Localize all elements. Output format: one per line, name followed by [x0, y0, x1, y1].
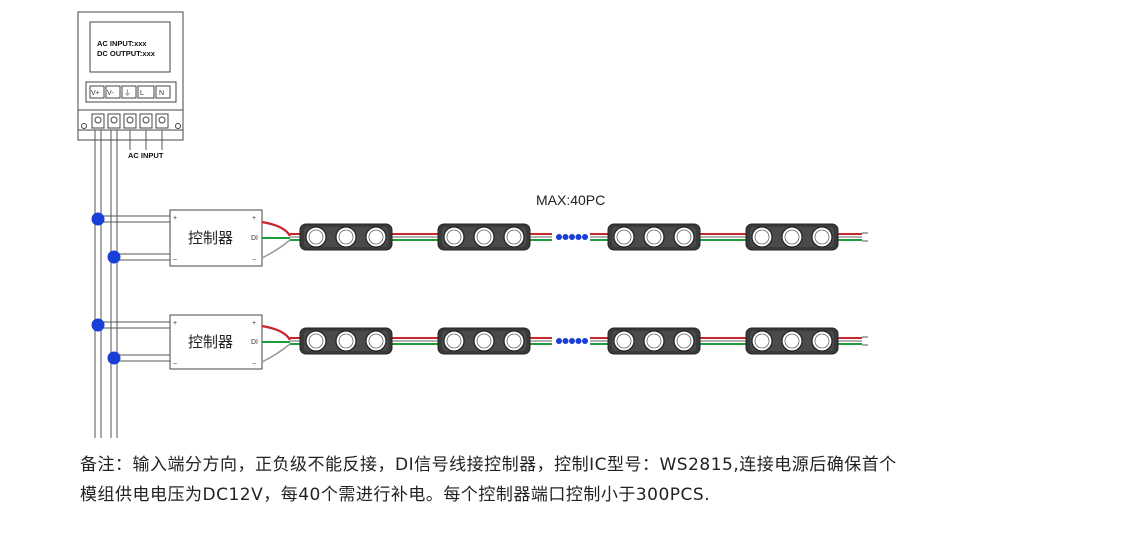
bus-junction-node [91, 318, 105, 332]
psu-dc-output-text: DC OUTPUT:xxx [97, 49, 156, 58]
wiring-diagram: AC INPUT:xxx DC OUTPUT:xxx V+ V- ⏚ L N [77, 11, 868, 438]
continuation-dot [582, 338, 588, 344]
led-module [745, 223, 839, 251]
controller-out-minus-label: − [252, 361, 256, 368]
note-text: 备注：输入端分方向，正负级不能反接，DI信号线接控制器，控制IC型号：WS281… [80, 450, 1120, 510]
led-strips [290, 223, 868, 355]
controller-minus-label: − [173, 257, 177, 264]
controller-label: 控制器 [188, 229, 233, 247]
controller-di-label: DI [251, 339, 258, 346]
power-supply-label-panel [89, 21, 171, 73]
continuation-dot [569, 338, 575, 344]
led-module [437, 327, 531, 355]
ground-icon: ⏚ [124, 89, 131, 97]
psu-terminal-labels: V+ V- ⏚ L N [89, 85, 171, 99]
power-supply: AC INPUT:xxx DC OUTPUT:xxx V+ V- ⏚ L N [77, 11, 184, 160]
controller-out-plus-label: + [252, 320, 256, 327]
continuation-dot [575, 234, 582, 240]
bus-junction-node [91, 212, 105, 226]
continuation-dot [562, 338, 569, 344]
controller-plus-label: + [173, 320, 177, 327]
controller-out-plus-label: + [252, 215, 256, 222]
led-module [299, 327, 393, 355]
continuation-dot [556, 234, 562, 240]
continuation-dot [556, 338, 562, 344]
led-module [299, 223, 393, 251]
continuation-dot [569, 234, 575, 240]
dc-bus [94, 130, 118, 438]
terminal-label-vplus: V+ [91, 90, 100, 97]
led-module [607, 223, 701, 251]
terminal-label-l: L [140, 90, 144, 97]
terminal-label-n: N [159, 90, 164, 97]
led-module [745, 327, 839, 355]
controller-box [169, 314, 263, 370]
controller-box [169, 209, 263, 267]
continuation-dot [562, 234, 569, 240]
note-line-1: 备注：输入端分方向，正负级不能反接，DI信号线接控制器，控制IC型号：WS281… [80, 455, 897, 475]
continuation-dot [582, 234, 588, 240]
bus-junction-node [107, 351, 121, 365]
psu-terminal-screws [81, 113, 181, 129]
bus-junction-node [107, 250, 121, 264]
controller-di-label: DI [251, 235, 258, 242]
controller-plus-label: + [173, 215, 177, 222]
note-line-2: 模组供电电压为DC12V，每40个需进行补电。每个控制器端口控制小于300PCS… [80, 485, 711, 505]
controller-row-2: + − 控制器 + DI − [91, 314, 291, 370]
controller-row-1: + − 控制器 + DI − [91, 209, 291, 267]
terminal-label-vminus: V- [107, 90, 114, 97]
led-module [437, 223, 531, 251]
psu-ac-input-text: AC INPUT:xxx [97, 39, 147, 48]
led-module [607, 327, 701, 355]
continuation-dot [575, 338, 582, 344]
controller-out-minus-label: − [252, 257, 256, 264]
max-modules-label: MAX:40PC [536, 192, 605, 208]
controller-label: 控制器 [188, 333, 233, 351]
controller-minus-label: − [173, 361, 177, 368]
ac-input-label: AC INPUT [128, 151, 164, 160]
